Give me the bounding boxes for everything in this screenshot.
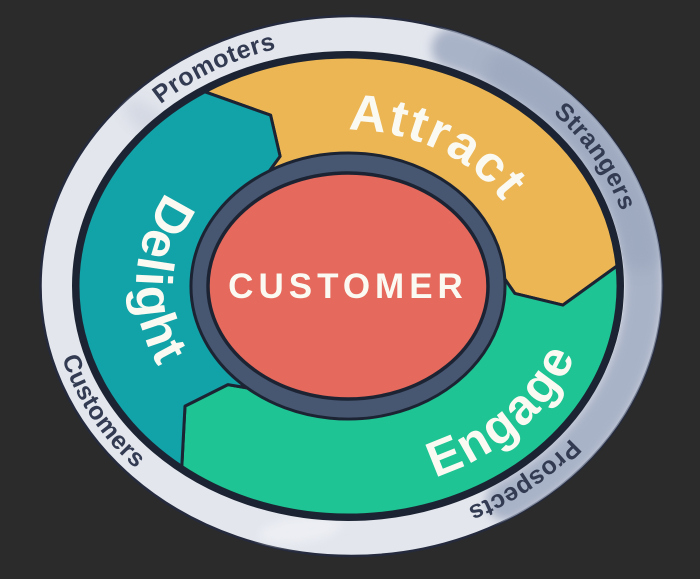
customer-label: CUSTOMER	[228, 267, 468, 306]
customer-label-text: CUSTOMER	[228, 267, 468, 306]
outer-ring-texture	[124, 28, 663, 545]
ring-shade-arc-dark	[486, 51, 661, 271]
customer-hub	[206, 171, 490, 401]
delight-wedge	[76, 90, 282, 468]
ring-highlight-blob	[258, 515, 342, 545]
wheel-outline	[72, 51, 624, 521]
attract-wedge	[203, 55, 619, 307]
engage-wedge	[180, 264, 620, 517]
